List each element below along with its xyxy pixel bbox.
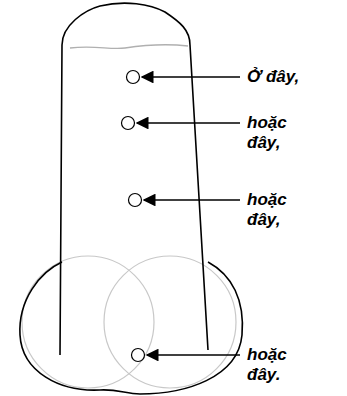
location-label: Ở đây, bbox=[247, 67, 309, 87]
leader-arrow bbox=[142, 76, 240, 78]
corona-line bbox=[70, 45, 188, 49]
location-label: hoặc đây, bbox=[247, 190, 309, 230]
scrotum-outline bbox=[20, 262, 243, 394]
leader-arrow bbox=[147, 354, 240, 356]
location-marker bbox=[122, 117, 135, 130]
leader-arrow bbox=[137, 122, 240, 124]
location-marker bbox=[127, 71, 140, 84]
location-label: hoặc đây, bbox=[247, 113, 309, 153]
location-marker bbox=[129, 194, 142, 207]
leader-arrow bbox=[144, 199, 240, 201]
testicle bbox=[104, 256, 236, 388]
location-label: hoặc đây. bbox=[247, 345, 309, 385]
location-marker bbox=[132, 349, 145, 362]
shaft-outline bbox=[60, 3, 208, 355]
